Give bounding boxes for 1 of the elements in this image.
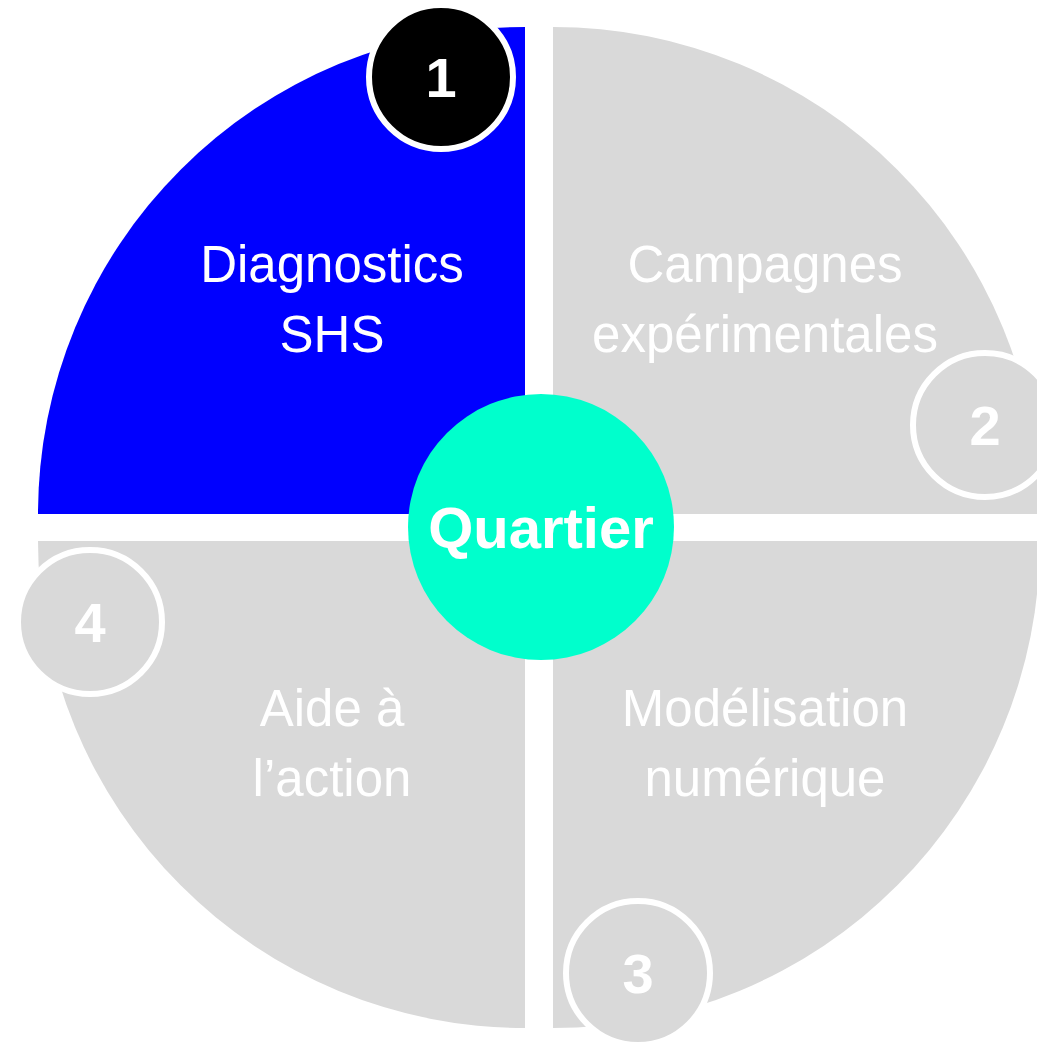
segment-label: Diagnostics SHS	[199, 235, 465, 365]
